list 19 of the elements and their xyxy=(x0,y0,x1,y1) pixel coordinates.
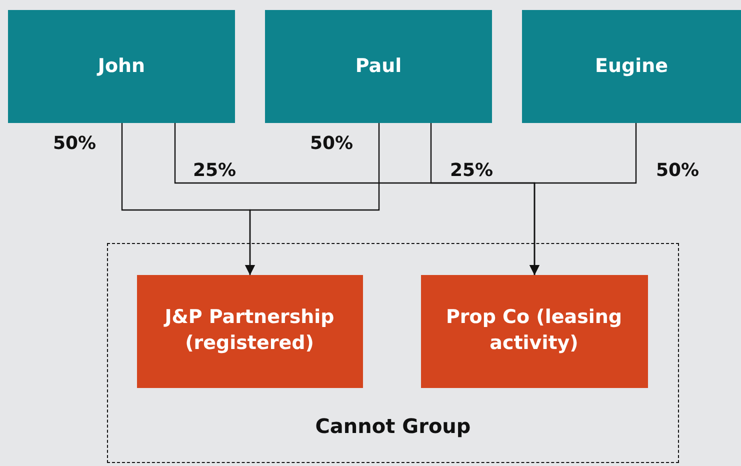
edge-label: 50% xyxy=(53,133,96,154)
edge-label: 25% xyxy=(450,160,494,181)
entity-box xyxy=(136,274,362,388)
connector-arrow xyxy=(530,123,637,275)
owner-box xyxy=(8,10,235,123)
node-label: Eugine xyxy=(594,54,668,79)
node-label: John xyxy=(98,54,146,79)
node-label: Paul xyxy=(355,54,402,79)
group-boundary xyxy=(107,243,679,463)
owner-box xyxy=(522,10,741,123)
node-label: J&P Partnership (registered) xyxy=(162,305,336,356)
owner-box xyxy=(265,10,492,123)
node-label: Prop Co (leasing activity) xyxy=(444,305,624,356)
edge-label: 50% xyxy=(310,133,354,154)
node-label: Cannot Group xyxy=(315,413,471,440)
edge-label: 50% xyxy=(656,160,700,181)
edge-label: 25% xyxy=(193,160,236,181)
entity-box xyxy=(420,274,648,388)
connector-arrow xyxy=(245,123,380,275)
